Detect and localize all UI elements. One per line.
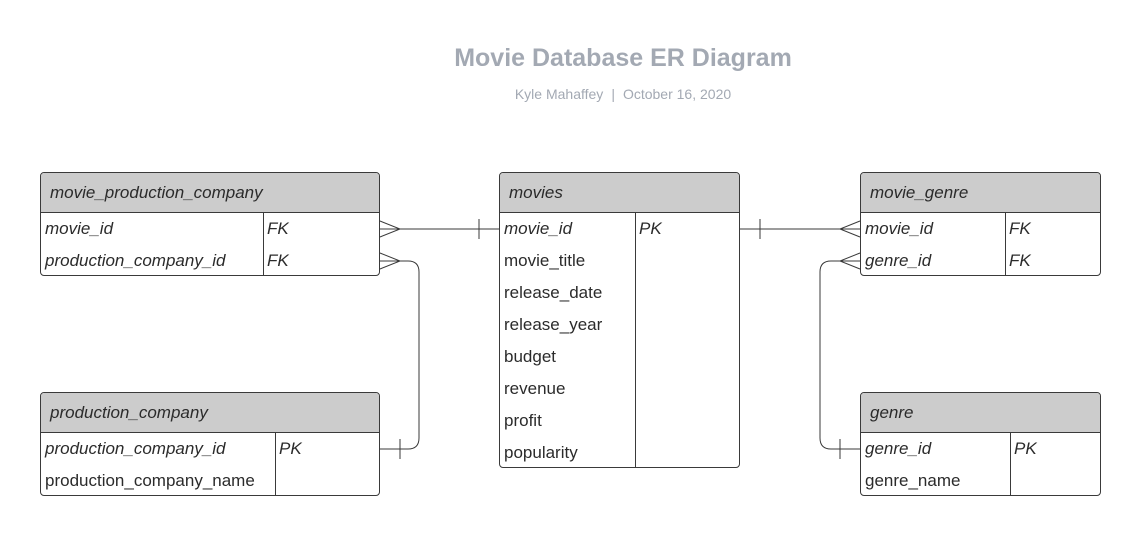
entity-row: movie_id FK [861,213,1100,245]
field-key: PK [279,439,302,458]
entity-row: profit [500,405,739,437]
field-name: profit [504,411,542,430]
field-key: FK [1009,219,1031,238]
entity-movie-genre[interactable]: movie_genre movie_id FK genre_id FK [860,172,1101,276]
field-name: revenue [504,379,566,398]
entity-row: popularity [500,437,739,467]
diagram-date: October 16, 2020 [622,86,732,102]
entity-movies[interactable]: movies movie_id PK movie_title release_d… [499,172,740,468]
field-name: production_company_id [45,251,226,270]
entity-row: movie_id FK [41,213,379,245]
field-name: release_year [504,315,603,334]
field-key: FK [1009,251,1031,270]
entity-row: production_company_id PK [41,433,379,465]
entity-row: movie_id PK [500,213,739,245]
relationship-movies-movie-genre [740,219,861,239]
entity-row: movie_title [500,245,739,277]
entity-row: revenue [500,373,739,405]
entity-row: genre_id FK [861,245,1100,275]
relationship-mpc-movies [379,219,499,239]
field-name: movie_id [504,219,573,238]
entity-row: genre_id PK [861,433,1100,465]
entity-movie-production-company[interactable]: movie_production_company movie_id FK pro… [40,172,380,276]
field-key: PK [639,219,662,238]
field-name: popularity [504,443,578,462]
entity-header: genre [861,393,1100,433]
entity-header: movie_production_company [41,173,379,213]
connector-line [819,260,860,450]
entity-header: production_company [41,393,379,433]
author-name: Kyle Mahaffey [514,86,604,102]
entity-production-company[interactable]: production_company production_company_id… [40,392,380,496]
entity-row: release_date [500,277,739,309]
entity-header: movies [500,173,739,213]
subtitle-separator: | [611,86,615,102]
field-name: movie_id [865,219,934,238]
diagram-title: Movie Database ER Diagram [454,44,792,72]
field-name: movie_id [45,219,114,238]
connector-line [380,260,420,450]
relationship-mpc-production-company [379,252,420,459]
field-name: production_company_id [45,439,226,458]
entity-row: budget [500,341,739,373]
crows-foot-many [379,252,402,270]
entity-row: genre_name [861,465,1100,495]
field-name: genre_name [865,471,961,490]
field-name: budget [504,347,556,366]
field-name: movie_title [504,251,586,270]
entity-row: production_company_name [41,465,379,495]
crows-foot-many [838,252,861,270]
field-name: release_date [504,283,603,302]
field-name: production_company_name [45,471,255,490]
diagram-subtitle: Kyle Mahaffey | October 16, 2020 [0,86,1141,102]
field-key: FK [267,219,289,238]
entity-genre[interactable]: genre genre_id PK genre_name [860,392,1101,496]
field-key: FK [267,251,289,270]
entity-row: release_year [500,309,739,341]
crows-foot-many [379,220,402,238]
entity-row: production_company_id FK [41,245,379,275]
field-key: PK [1014,439,1037,458]
relationship-movie-genre-genre [819,252,861,459]
field-name: genre_id [865,439,932,458]
entity-header: movie_genre [861,173,1100,213]
crows-foot-many [838,220,861,238]
field-name: genre_id [865,251,932,270]
